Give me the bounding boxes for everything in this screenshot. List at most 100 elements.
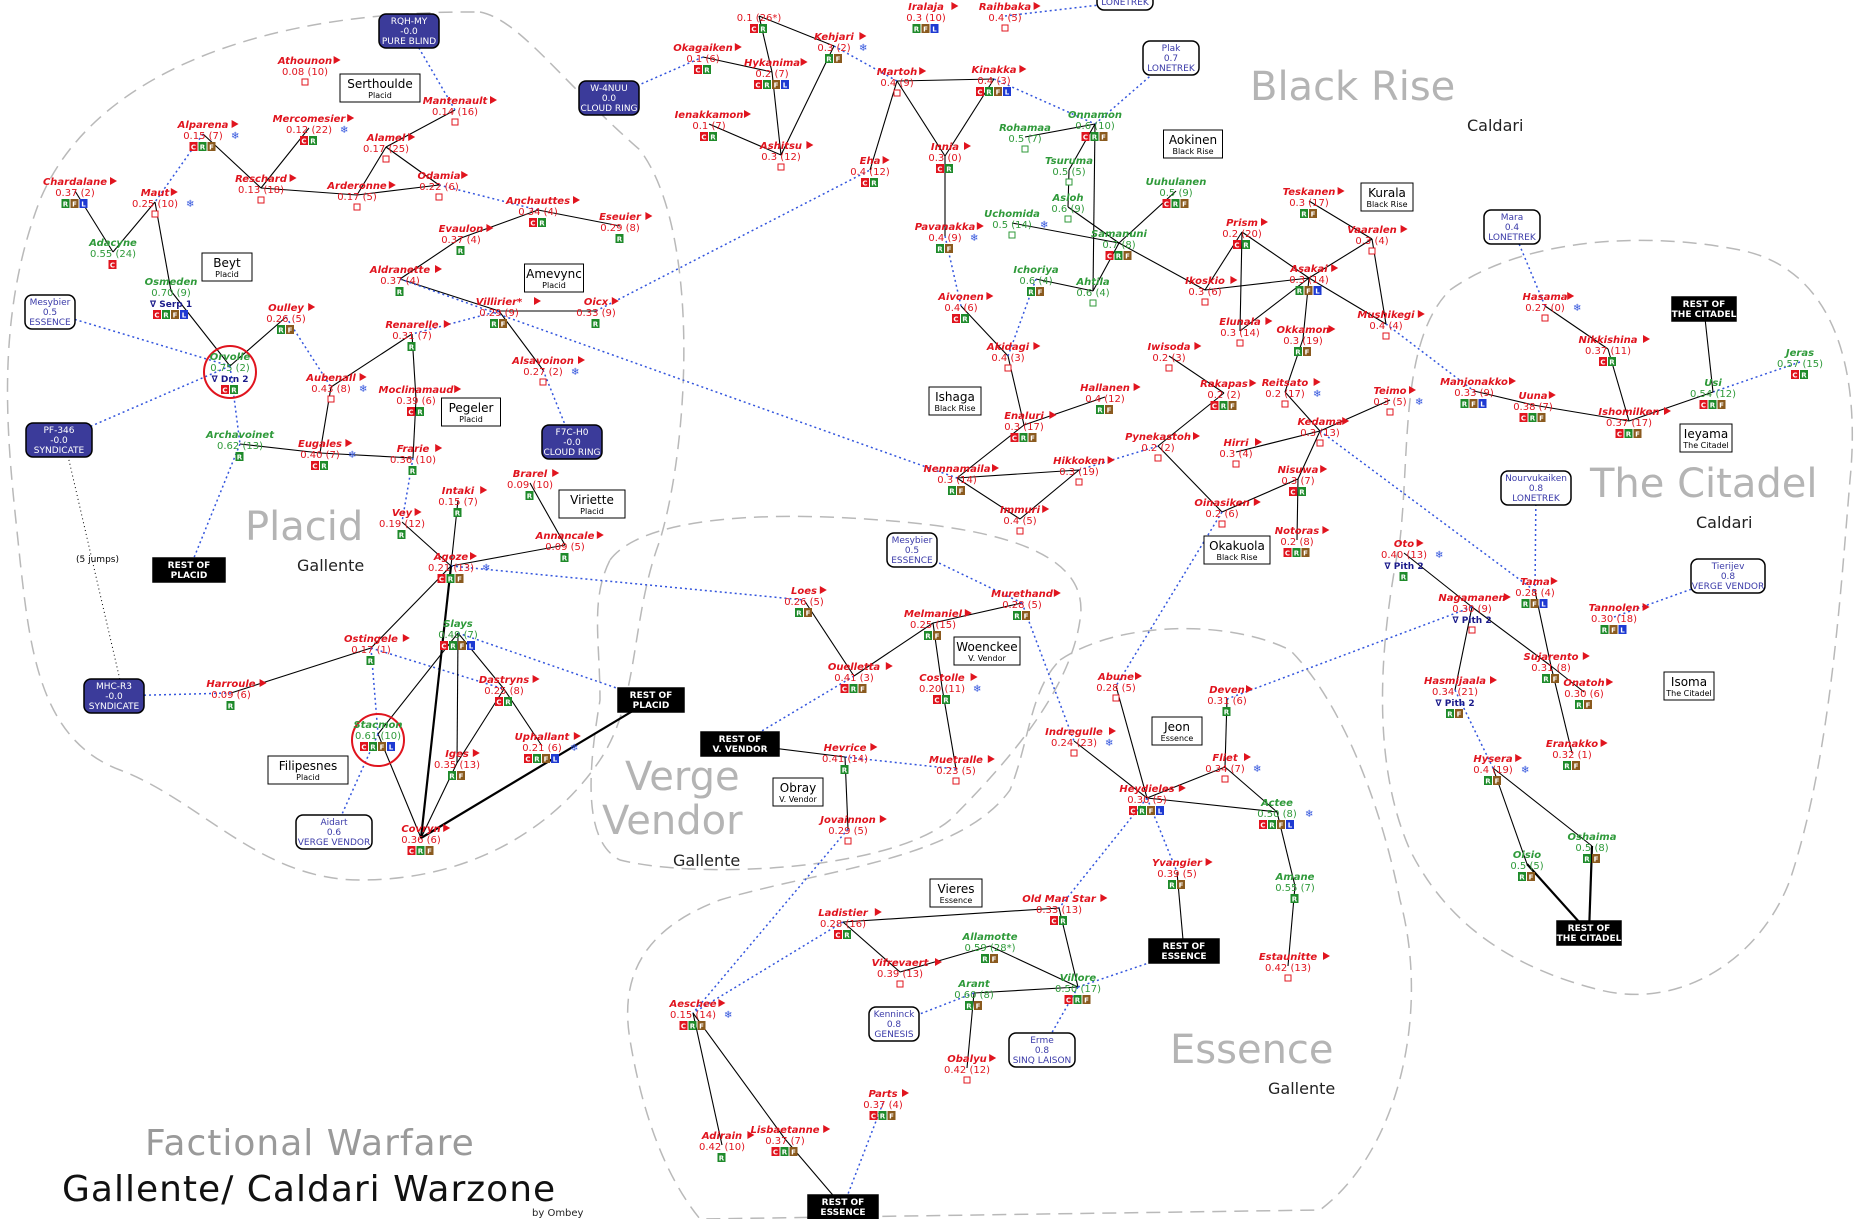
external-box[interactable]: REST OFV. VENDOR	[700, 731, 780, 757]
